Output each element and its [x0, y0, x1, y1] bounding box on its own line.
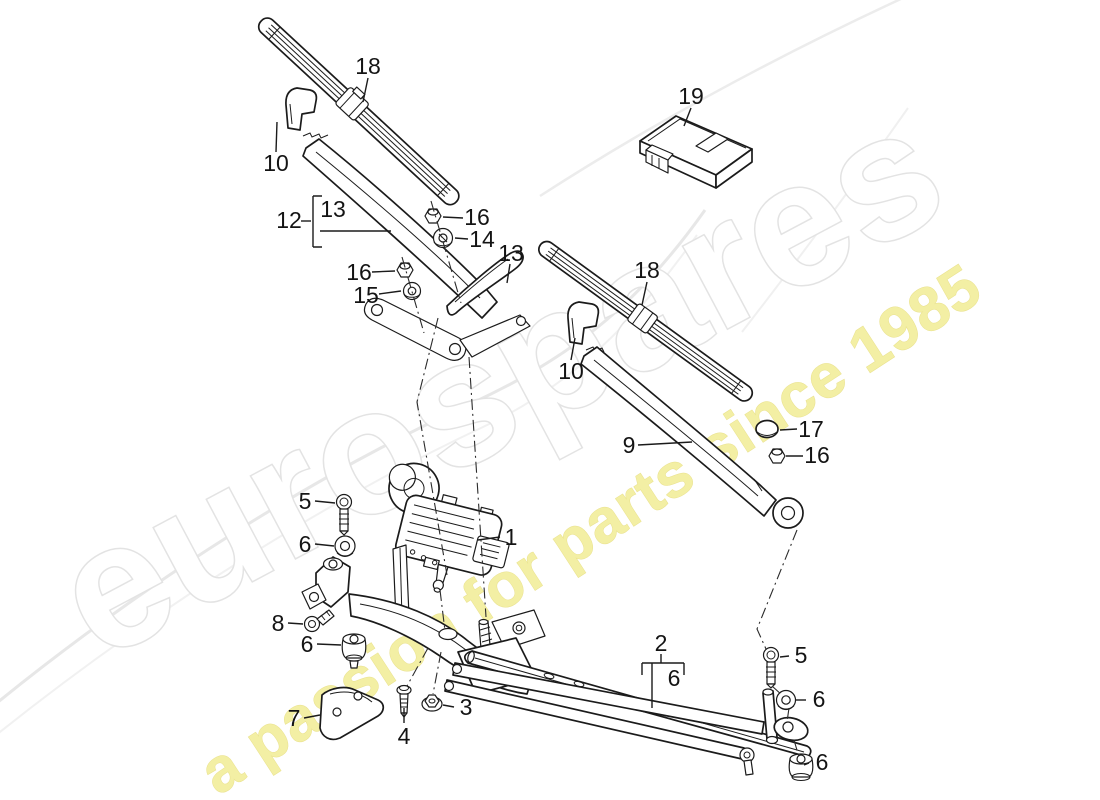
leader-lines [275, 77, 810, 766]
part-label-16-a: 16 [464, 204, 490, 230]
part-label-13-bracket: 13 [320, 196, 346, 222]
swoosh-arc-main [0, 209, 707, 703]
bolt-8 [303, 609, 335, 633]
part-label-17: 17 [798, 416, 824, 442]
swoosh-arc-top [539, 0, 902, 198]
bolt-4 [396, 684, 412, 718]
part-label-8: 8 [272, 610, 285, 636]
washer-15 [402, 281, 422, 301]
arm-cap-left [285, 87, 318, 131]
arm-body-right [580, 346, 777, 517]
wiper-arm-right [567, 301, 804, 529]
crank-pivot [739, 688, 809, 776]
part-label-18-left: 18 [355, 53, 381, 79]
grommet-6d [775, 689, 797, 711]
bolt-5b [762, 646, 780, 689]
part-label-15: 15 [353, 282, 379, 308]
part-label-10-left: 10 [263, 150, 289, 176]
arm-body-left [302, 138, 498, 319]
mount-bracket-7 [319, 686, 385, 741]
part-labels: 18 10 12 13 16 14 16 15 13 19 18 10 9 17… [263, 53, 830, 775]
part-label-5-left: 5 [299, 488, 312, 514]
part-label-6-b: 6 [301, 631, 314, 657]
bushing-6e [788, 753, 814, 781]
part-label-13-wedge: 13 [498, 240, 524, 266]
nut-3 [421, 694, 443, 712]
alignment-lines [401, 200, 800, 758]
mount-link-b [459, 314, 531, 358]
part-label-1: 1 [505, 524, 518, 550]
grommet-6a [334, 535, 356, 557]
blade-connector-left [335, 86, 369, 121]
swoosh-arc-main-inner [0, 234, 698, 734]
nut-16a [424, 208, 442, 224]
link-rod-upper [451, 662, 765, 735]
part-label-7: 7 [288, 705, 301, 731]
part-label-9: 9 [623, 432, 636, 458]
nut-16c [768, 448, 786, 464]
cap-17 [755, 419, 779, 439]
wiper-blade-left [257, 17, 460, 206]
part-label-6-c: 6 [668, 665, 681, 691]
wiper-blade-right [538, 240, 754, 402]
bolt-5a [335, 493, 353, 536]
part-label-4: 4 [398, 723, 411, 749]
part-label-16-c: 16 [804, 442, 830, 468]
part-label-18-right: 18 [634, 257, 660, 283]
part-label-6-e: 6 [816, 749, 829, 775]
arm-cap-right [567, 301, 600, 345]
retainer-clip-left [302, 132, 329, 139]
mount-wedge-13 [446, 250, 524, 316]
wiper-arm-left [285, 87, 531, 361]
bushing-6b [341, 633, 367, 669]
washer-14 [432, 227, 454, 249]
swoosh-arc-right [741, 107, 909, 333]
control-module [639, 115, 753, 189]
part-label-16-b: 16 [346, 259, 372, 285]
blade-connector-right [627, 303, 658, 334]
part-label-2: 2 [655, 630, 668, 656]
part-label-6-a: 6 [299, 531, 312, 557]
part-label-6-d: 6 [813, 686, 826, 712]
part-label-12: 12 [276, 207, 302, 233]
part-label-10-right: 10 [558, 358, 584, 384]
wiper-motor [388, 462, 510, 593]
part-label-19: 19 [678, 83, 704, 109]
part-label-5-right: 5 [795, 642, 808, 668]
part-label-3: 3 [460, 694, 473, 720]
part-label-14: 14 [469, 226, 495, 252]
nut-16b [396, 262, 414, 278]
